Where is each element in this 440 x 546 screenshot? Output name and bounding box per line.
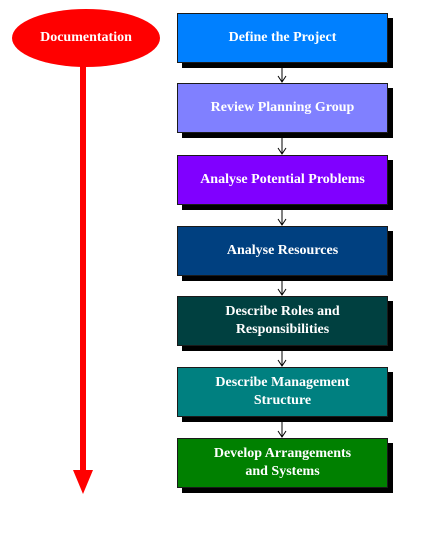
documentation-arrow — [68, 66, 100, 501]
step-label: Develop Arrangements and Systems — [213, 446, 352, 479]
step-review-planning-group: Review Planning Group — [177, 83, 388, 133]
step-label: Analyse Resources — [226, 243, 339, 258]
step-analyse-resources: Analyse Resources — [177, 226, 388, 276]
step-label: Analyse Potential Problems — [200, 172, 365, 187]
step-label: Describe Management Structure — [215, 375, 350, 408]
step-develop-arrangements: Develop Arrangements and Systems — [177, 438, 388, 488]
connector-arrow — [276, 417, 288, 438]
documentation-label: Documentation — [40, 30, 132, 45]
documentation-arrow-shape — [73, 66, 93, 494]
connector-arrow — [276, 346, 288, 367]
step-analyse-potential-problems: Analyse Potential Problems — [177, 155, 388, 205]
connector-arrow — [276, 63, 288, 83]
step-label: Review Planning Group — [210, 100, 355, 115]
step-describe-management-structure: Describe Management Structure — [177, 367, 388, 417]
step-define-project: Define the Project — [177, 13, 388, 63]
connector-arrow — [276, 205, 288, 226]
step-describe-roles: Describe Roles and Responsibilities — [177, 296, 388, 346]
documentation-ellipse: Documentation — [12, 9, 160, 67]
connector-arrow — [276, 276, 288, 296]
step-label: Define the Project — [228, 30, 337, 45]
step-label: Describe Roles and Responsibilities — [225, 304, 340, 337]
connector-arrow — [276, 133, 288, 155]
